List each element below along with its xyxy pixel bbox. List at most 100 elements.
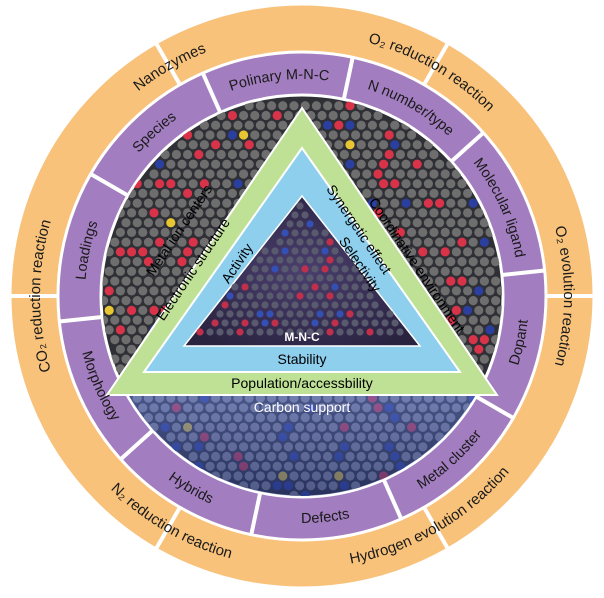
core-atom [291, 301, 299, 309]
core-atom [341, 265, 349, 273]
atom [239, 149, 249, 160]
atom [412, 257, 422, 267]
core-atom [306, 310, 314, 318]
atom [440, 286, 450, 296]
atom [491, 315, 501, 325]
atom [429, 169, 439, 179]
core-atom [291, 229, 299, 237]
core-atom [286, 220, 294, 228]
atom [227, 149, 237, 160]
atom [451, 247, 461, 257]
atom [496, 286, 502, 296]
atom [418, 266, 428, 276]
core-atom [376, 310, 384, 318]
core-atom [316, 328, 324, 336]
core-atom [246, 292, 254, 300]
core-atom [311, 229, 319, 237]
atom [485, 286, 495, 296]
core-atom [361, 283, 369, 291]
atom [138, 227, 148, 237]
atom [149, 188, 159, 198]
atom [435, 179, 445, 189]
atom [463, 305, 473, 315]
atom [435, 198, 445, 208]
atom [418, 208, 428, 218]
triangle-core [182, 194, 422, 347]
atom [160, 208, 170, 218]
atom [474, 325, 484, 335]
atom [334, 140, 344, 150]
atom [194, 247, 204, 257]
atom [401, 198, 411, 208]
core-atom [301, 283, 309, 291]
atom [435, 276, 445, 286]
atom [261, 110, 271, 121]
atom [110, 237, 120, 247]
atom [160, 286, 170, 296]
core-atom [281, 301, 289, 309]
atom [188, 218, 198, 228]
atom [166, 237, 176, 247]
atom [401, 218, 411, 228]
atom [211, 179, 221, 189]
atom [423, 237, 433, 247]
atom [177, 237, 187, 247]
core-atom [241, 301, 249, 309]
atom [127, 247, 137, 257]
core-atom [256, 310, 264, 318]
atom [468, 296, 478, 306]
atom [423, 257, 433, 267]
core-atom [311, 247, 319, 255]
atom [115, 266, 125, 276]
atom [177, 140, 187, 150]
core-atom [241, 319, 249, 327]
core-atom [271, 301, 279, 309]
atom [446, 296, 456, 306]
atom [267, 140, 277, 150]
core-atom [236, 310, 244, 318]
atom [104, 325, 114, 335]
atom [155, 257, 165, 267]
atom [149, 266, 159, 276]
atom [356, 120, 366, 130]
atom [149, 208, 159, 218]
atom [468, 218, 478, 228]
atom [390, 140, 400, 150]
core-atom [306, 238, 314, 246]
atom [479, 354, 489, 364]
core-atom [356, 328, 364, 336]
core-atom [296, 202, 304, 210]
atom [149, 247, 159, 257]
atom [102, 296, 109, 306]
atom [143, 315, 153, 325]
core-atom [311, 283, 319, 291]
atom [166, 159, 176, 169]
atom [171, 149, 181, 160]
atom [451, 286, 461, 296]
core-atom [276, 238, 284, 246]
atom [183, 227, 193, 237]
core-atom [311, 301, 319, 309]
middle-ring-divider [381, 478, 404, 520]
core-atom [331, 301, 339, 309]
core-atom [346, 274, 354, 282]
core-atom [326, 238, 334, 246]
core-atom [326, 292, 334, 300]
atom [412, 218, 422, 228]
atom [160, 169, 170, 179]
atom [440, 266, 450, 276]
atom [362, 169, 372, 179]
core-atom [281, 265, 289, 273]
atom [255, 120, 265, 130]
atom [395, 169, 405, 179]
atom [485, 305, 495, 315]
atom [110, 257, 120, 267]
atom [451, 266, 461, 276]
core-atom [316, 238, 324, 246]
atom [463, 188, 473, 198]
core-atom [321, 301, 329, 309]
core-atom [231, 283, 239, 291]
atom [222, 198, 232, 208]
atom [121, 335, 131, 345]
